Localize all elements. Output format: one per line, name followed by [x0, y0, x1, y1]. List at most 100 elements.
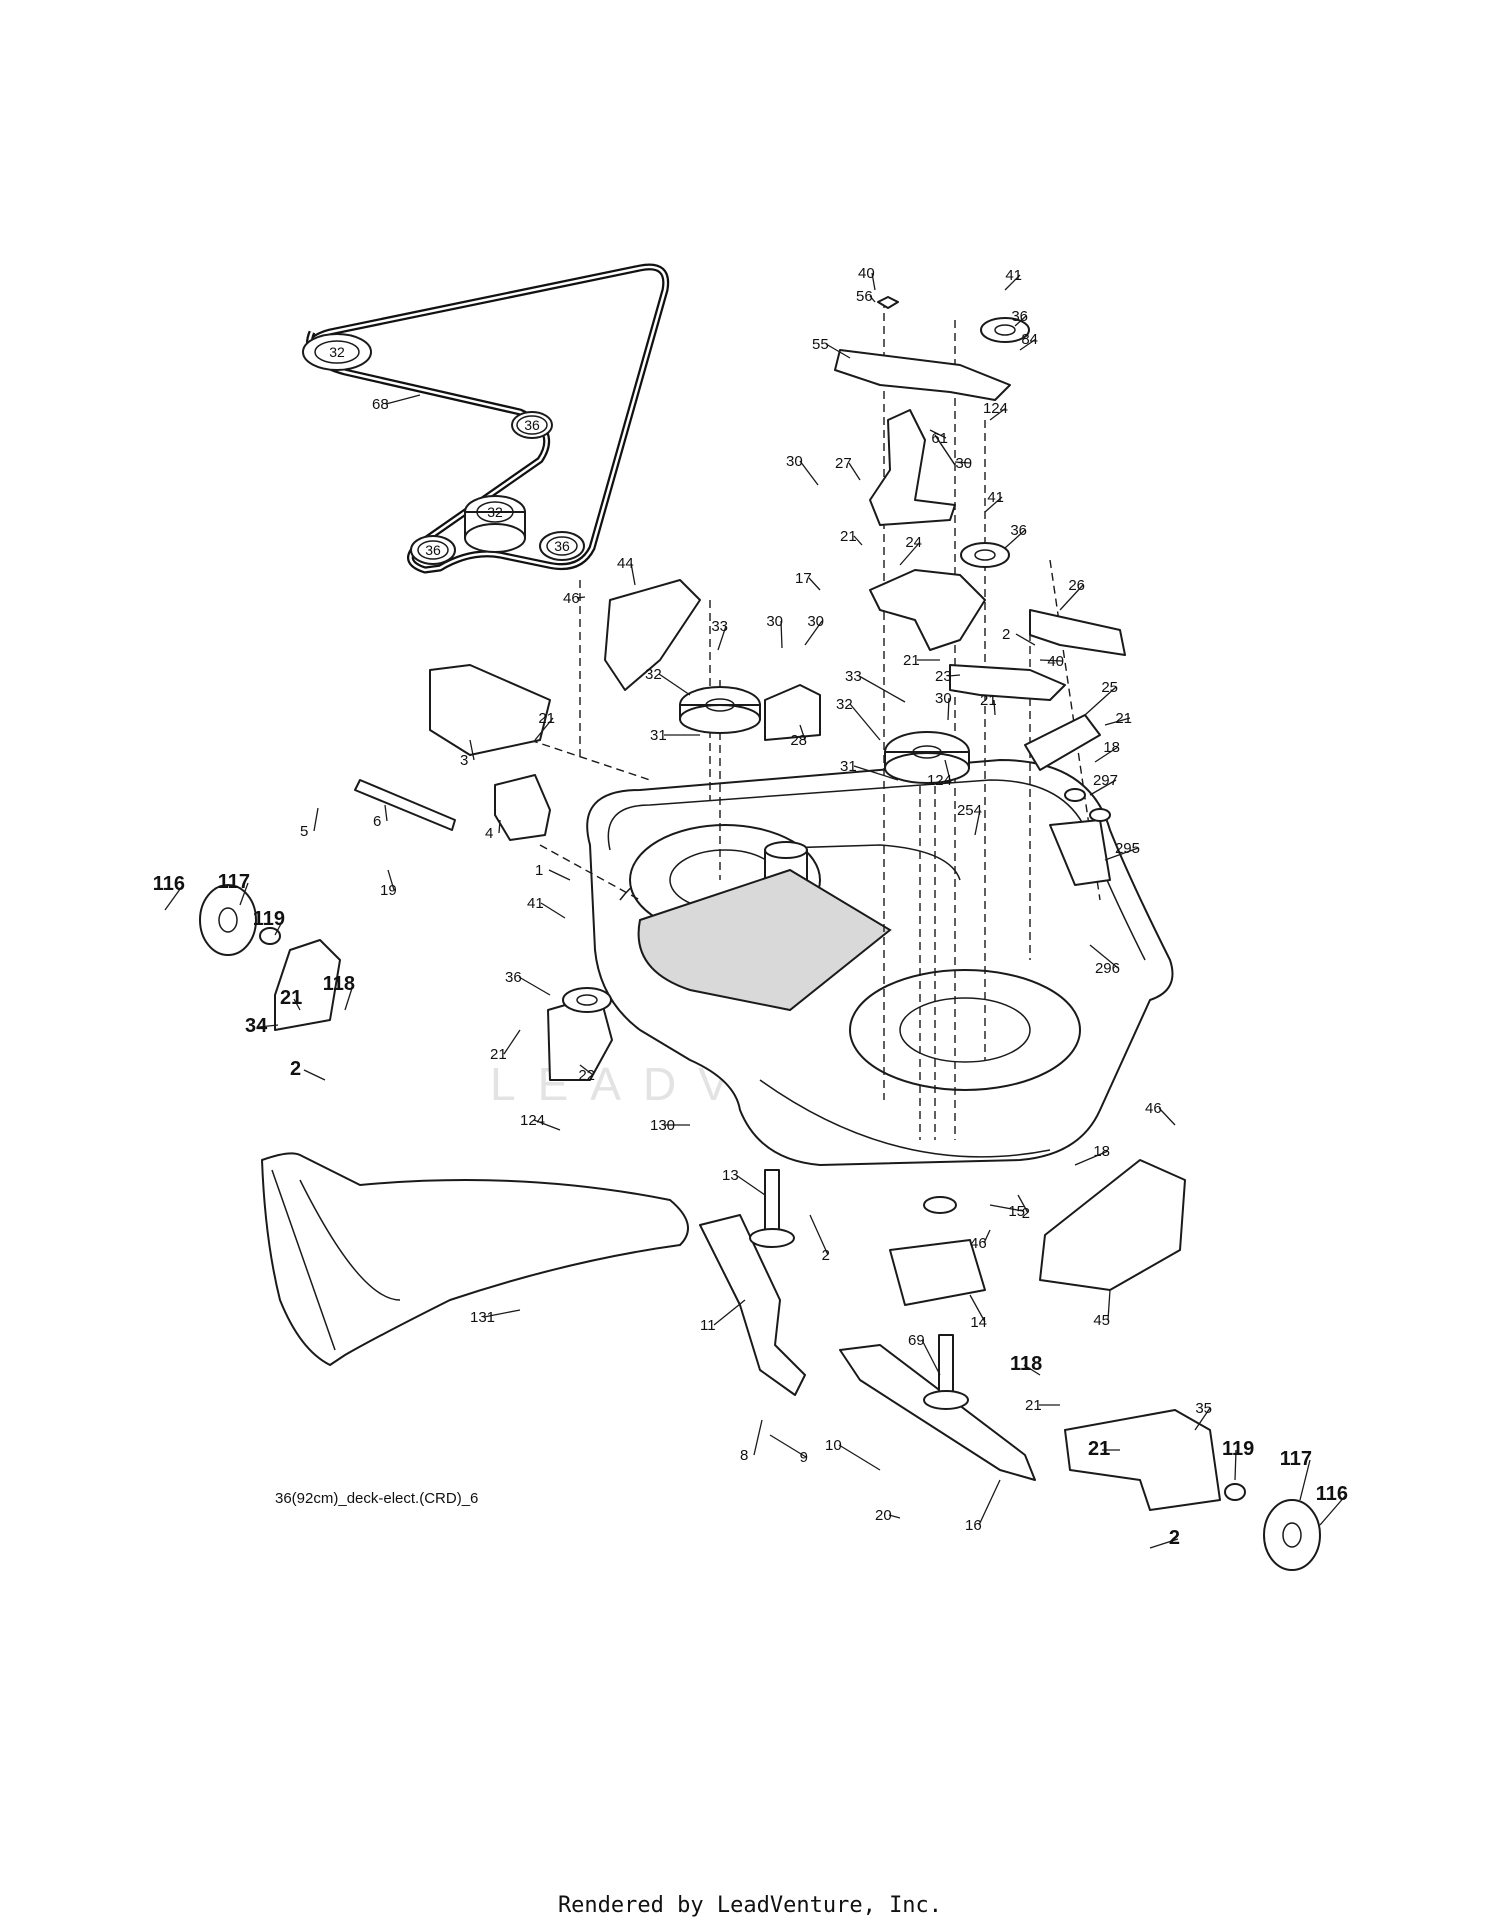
- callout-label-19: 19: [380, 882, 397, 899]
- callout-label-44: 44: [617, 555, 634, 572]
- callout-label-46: 46: [1145, 1100, 1162, 1117]
- callout-label-28: 28: [790, 732, 807, 749]
- callout-leader-8: [753, 1419, 763, 1456]
- callout-leader-21: [534, 717, 554, 741]
- callout-label-33: 33: [711, 618, 728, 635]
- callout-label-41: 41: [527, 895, 544, 912]
- callout-leader-21: [503, 1029, 521, 1055]
- callout-leader-24: [899, 541, 921, 566]
- blade-guard-45: [1039, 1159, 1186, 1291]
- callout-leader-34: [258, 1024, 279, 1028]
- bracket-26: [1029, 609, 1126, 656]
- callout-leader-124: [989, 407, 1007, 421]
- callout-leader-4: [498, 819, 501, 834]
- callout-label-21: 21: [490, 1046, 507, 1063]
- callout-label-2: 2: [822, 1247, 830, 1264]
- callout-label-6: 6: [373, 813, 381, 830]
- blades-and-spindles: [699, 1159, 1186, 1481]
- callout-label-4: 4: [485, 825, 493, 842]
- callout-label-41: 41: [1005, 267, 1022, 284]
- idler-arm-55: [834, 349, 1011, 401]
- callout-label-16: 16: [965, 1517, 982, 1534]
- callout-leader-118: [1023, 1364, 1041, 1376]
- callout-leader-117: [239, 882, 249, 906]
- callout-leader-295: [1104, 847, 1139, 861]
- callout-leader-2: [303, 1069, 326, 1081]
- callout-label-117: 117: [218, 871, 250, 893]
- callout-leader-2: [1015, 633, 1036, 646]
- wheel-117-right: [1263, 1499, 1321, 1571]
- shield-3: [429, 664, 551, 756]
- callout-label-21: 21: [280, 987, 302, 1009]
- discharge-chute-131: [261, 1152, 689, 1366]
- callout-label-130: 130: [650, 1117, 675, 1134]
- callout-label-2: 2: [1169, 1527, 1180, 1549]
- callout-label-124: 124: [927, 772, 952, 789]
- callout-leader-22: [579, 1064, 594, 1076]
- callout-label-296: 296: [1095, 960, 1120, 977]
- gauge-wheel-left: [199, 884, 613, 1081]
- callout-leader-21: [1104, 717, 1131, 726]
- callout-leader-30: [804, 620, 823, 646]
- belt-pulley-label: 32: [487, 504, 503, 520]
- callout-label-11: 11: [700, 1317, 716, 1334]
- callout-leader-46: [1158, 1107, 1176, 1126]
- callout-label-26: 26: [1068, 577, 1085, 594]
- callout-leader-254: [974, 809, 981, 836]
- callout-leader-9: [769, 1434, 807, 1458]
- callout-leader-56: [869, 295, 876, 303]
- callout-leader-116: [164, 884, 184, 911]
- callout-label-17: 17: [795, 570, 812, 587]
- callout-label-3: 3: [460, 752, 468, 769]
- callout-label-116: 116: [1316, 1483, 1348, 1505]
- callout-label-36: 36: [1010, 522, 1027, 539]
- callout-label-297: 297: [1093, 772, 1118, 789]
- belt-pulley-label: 32: [329, 344, 345, 360]
- callout-leader-33: [858, 675, 906, 703]
- callout-label-30: 30: [786, 453, 803, 470]
- mower-deck-housing: [586, 759, 1174, 1166]
- callout-leader-30: [947, 697, 950, 721]
- mandrel-pulleys: [354, 579, 970, 841]
- bracket-25: [1024, 714, 1101, 771]
- blade-16: [839, 1344, 1036, 1481]
- callout-label-34: 34: [245, 1015, 268, 1037]
- callout-label-10: 10: [825, 1437, 842, 1454]
- callout-leader-119: [274, 919, 284, 936]
- callout-leader-297: [1089, 779, 1117, 796]
- callout-leader-16: [978, 1479, 1001, 1526]
- callout-label-295: 295: [1115, 840, 1140, 857]
- washer-297-b: [1089, 808, 1111, 822]
- callout-leader-3: [469, 739, 475, 761]
- callout-label-41: 41: [987, 489, 1004, 506]
- callout-label-20: 20: [875, 1507, 892, 1524]
- callout-leader-15: [989, 1204, 1024, 1212]
- callout-leader-33: [717, 625, 727, 651]
- callout-label-55: 55: [812, 336, 829, 353]
- callout-label-2: 2: [1002, 626, 1010, 643]
- callout-leader-30: [799, 460, 819, 486]
- callout-label-2: 2: [1022, 1205, 1030, 1222]
- callout-label-32: 32: [645, 666, 662, 683]
- callout-label-40: 40: [858, 265, 875, 282]
- callout-leader-44: [630, 562, 636, 586]
- callout-label-31: 31: [840, 758, 857, 775]
- washer-119-left: [259, 927, 281, 945]
- callout-label-61: 61: [931, 430, 948, 447]
- callout-leader-2: [1149, 1538, 1179, 1549]
- rod-6: [354, 779, 456, 831]
- callout-leader-18: [1074, 1150, 1109, 1166]
- spring-61: [934, 434, 956, 466]
- callout-leader-296: [1089, 944, 1119, 969]
- belt-pulley: 36: [410, 535, 456, 565]
- washer-119-right: [1224, 1483, 1246, 1501]
- callout-label-36: 36: [505, 969, 522, 986]
- callout-leader-36: [1014, 315, 1027, 327]
- callout-leader-25: [1084, 686, 1117, 716]
- callout-leader-36: [518, 976, 551, 996]
- callout-leader-19: [387, 869, 395, 891]
- callout-leader-18: [1094, 746, 1119, 763]
- callout-label-21: 21: [1115, 710, 1132, 727]
